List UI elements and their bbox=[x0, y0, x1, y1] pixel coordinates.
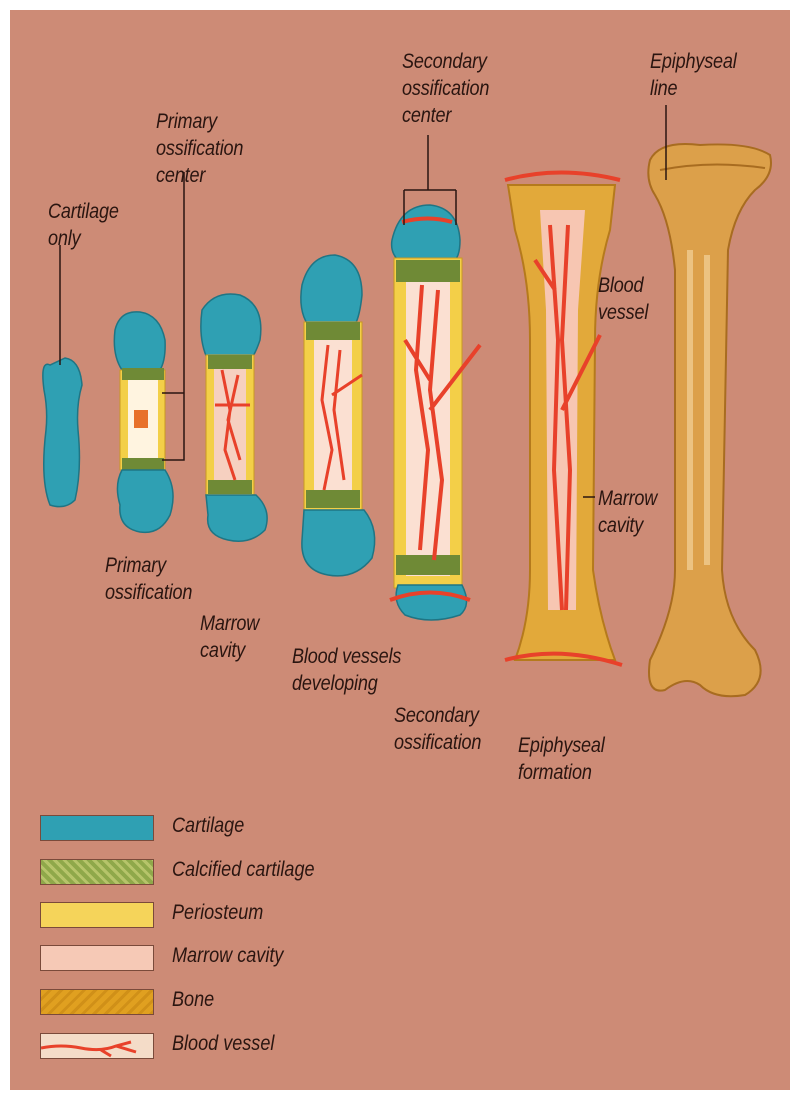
legend-label: Calcified cartilage bbox=[172, 858, 315, 882]
label-secondary-ossification: Secondary ossification bbox=[394, 702, 481, 756]
label-marrow-cavity-right: Marrow cavity bbox=[598, 485, 657, 539]
swatch-marrow-cavity bbox=[40, 945, 154, 971]
label-epiphyseal-formation: Epiphyseal formation bbox=[518, 732, 605, 786]
label-primary-ossification: Primary ossification bbox=[105, 552, 192, 606]
legend-label: Bone bbox=[172, 988, 214, 1012]
legend-item-periosteum: Periosteum bbox=[40, 899, 460, 933]
legend-item-marrow-cavity: Marrow cavity bbox=[40, 942, 460, 976]
swatch-cartilage bbox=[40, 815, 154, 841]
legend-item-cartilage: Cartilage bbox=[40, 812, 460, 846]
label-blood-vessel: Blood vessel bbox=[598, 272, 648, 326]
legend-item-calcified-cartilage: Calcified cartilage bbox=[40, 856, 460, 890]
stage-cartilage-only bbox=[43, 358, 82, 507]
swatch-bone bbox=[40, 989, 154, 1015]
label-marrow-cavity: Marrow cavity bbox=[200, 610, 259, 664]
stage-vessels-developing bbox=[301, 255, 375, 576]
legend-label: Marrow cavity bbox=[172, 944, 283, 968]
stage-marrow-cavity bbox=[201, 294, 267, 541]
stage-mature-bone bbox=[648, 144, 771, 696]
label-primary-center: Primary ossification center bbox=[156, 108, 243, 189]
legend-label: Blood vessel bbox=[172, 1032, 274, 1056]
label-epiphyseal-line: Epiphyseal line bbox=[650, 48, 737, 102]
label-cartilage-only: Cartilage only bbox=[48, 198, 119, 252]
legend-label: Cartilage bbox=[172, 814, 244, 838]
stage-primary-center bbox=[114, 312, 173, 533]
blood-vessel-swatch-pattern bbox=[41, 1034, 153, 1058]
swatch-periosteum bbox=[40, 902, 154, 928]
stage-secondary-ossification bbox=[390, 205, 480, 620]
diagram-frame: Cartilage only Primary ossification cent… bbox=[10, 10, 790, 1090]
legend-item-blood-vessel: Blood vessel bbox=[40, 1030, 460, 1064]
swatch-calcified-cartilage bbox=[40, 859, 154, 885]
swatch-blood-vessel bbox=[40, 1033, 154, 1059]
legend-label: Periosteum bbox=[172, 901, 263, 925]
label-blood-vessels-developing: Blood vessels developing bbox=[292, 643, 401, 697]
label-secondary-center: Secondary ossification center bbox=[402, 48, 489, 129]
legend-item-bone: Bone bbox=[40, 986, 460, 1020]
stage-epiphyseal-formation bbox=[505, 173, 622, 666]
